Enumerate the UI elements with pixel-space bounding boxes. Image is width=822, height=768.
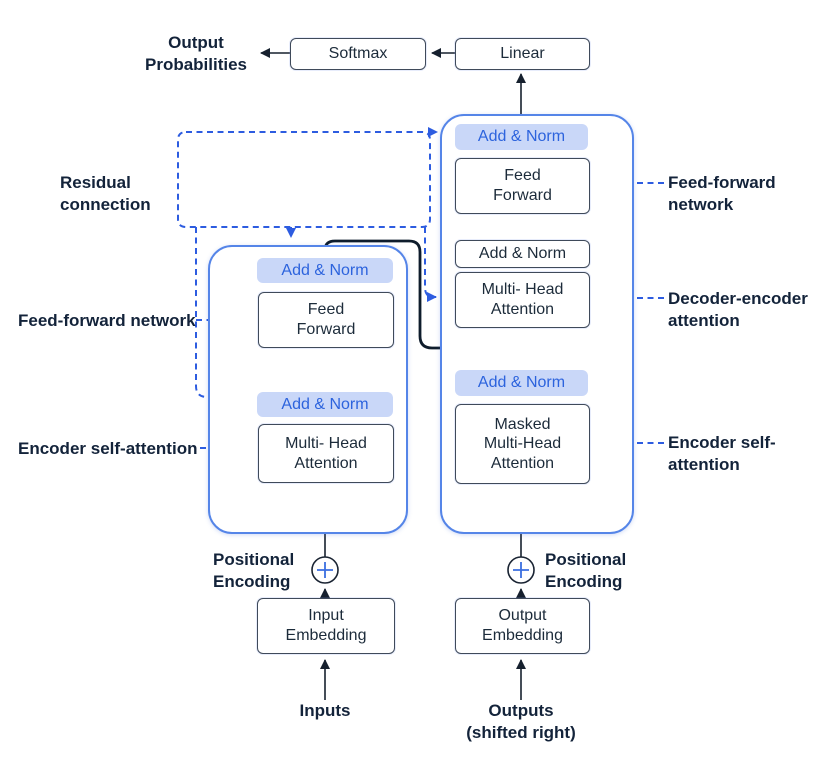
encoder-multi-head-attention-box: Multi- Head Attention: [258, 424, 394, 483]
encoder-output-line: [323, 239, 500, 350]
inputs-label: Inputs: [299, 701, 351, 720]
encoder-add-norm-top: Add & Norm: [257, 258, 393, 283]
positional-add-icon: [507, 556, 535, 584]
encoder-stack: [208, 245, 408, 534]
encoder-add-norm-bottom: Add & Norm: [257, 392, 393, 417]
decoder-masked-attention-box: Masked Multi-Head Attention: [455, 404, 590, 484]
encoder-self-attention-right-label: Encoder self- attention: [668, 433, 776, 474]
positional-encoding-left-label: Positional Encoding: [213, 550, 295, 591]
feed-forward-network-left-label: Feed-forward network: [18, 311, 196, 330]
decoder-encoder-attention-label: Decoder-encoder attention: [668, 289, 808, 330]
residual-connection-label: Residual connection: [60, 173, 151, 214]
encoder-self-attention-left-label: Encoder self-attention: [18, 439, 198, 458]
output-embedding-box: Output Embedding: [455, 598, 590, 654]
decoder-add-norm-bottom: Add & Norm: [455, 370, 588, 396]
outputs-label: Outputs (shifted right): [466, 701, 576, 742]
positional-add-icon: [311, 556, 339, 584]
decoder-add-norm-top: Add & Norm: [455, 124, 588, 150]
positional-encoding-right-label: Positional Encoding: [545, 550, 627, 591]
feed-forward-network-right-label: Feed-forward network: [668, 173, 776, 214]
encoder-feed-forward-box: Feed Forward: [258, 292, 394, 348]
output-probabilities-label: Output Probabilities: [144, 33, 248, 74]
decoder-multi-head-attention-box: Multi- Head Attention: [455, 272, 590, 328]
decoder-feed-forward-box: Feed Forward: [455, 158, 590, 214]
softmax-box: Softmax: [290, 38, 426, 70]
input-embedding-box: Input Embedding: [257, 598, 395, 654]
decoder-add-norm-mid: Add & Norm: [455, 240, 590, 268]
linear-box: Linear: [455, 38, 590, 70]
